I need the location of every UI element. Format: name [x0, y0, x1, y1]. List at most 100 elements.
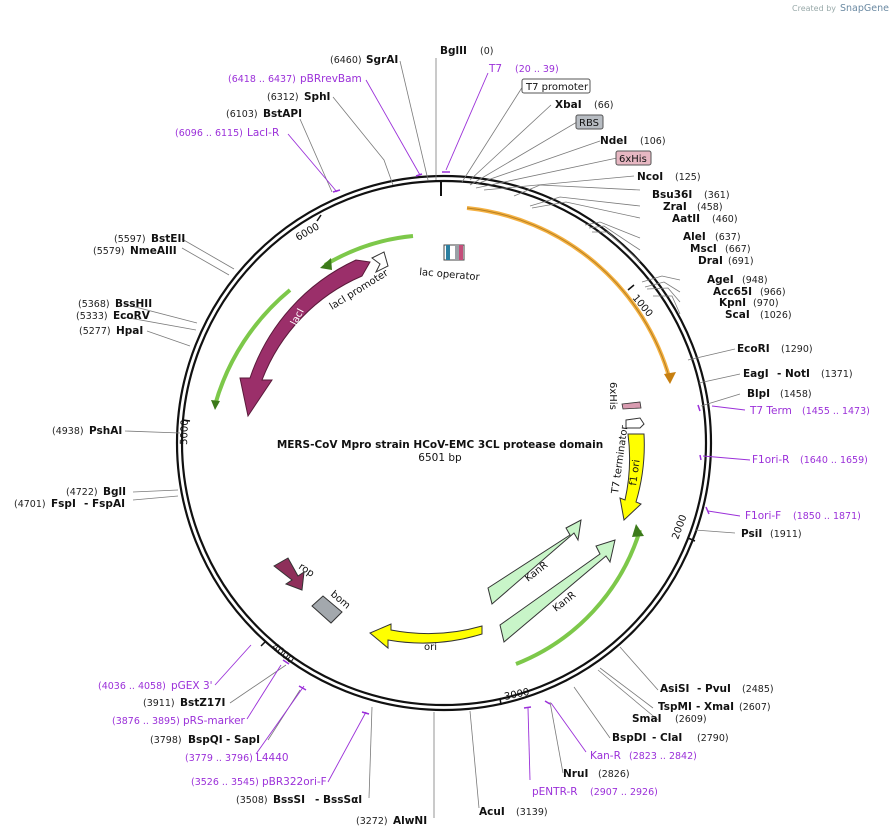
- primer-l4440[interactable]: L4440(3779 .. 3796): [185, 752, 289, 764]
- site-bgli[interactable]: BglI(4722): [66, 486, 126, 498]
- primer-t7-term[interactable]: T7 Term(1455 .. 1473): [749, 405, 870, 417]
- site-name: NmeAIII: [130, 245, 177, 257]
- site-position: (2826): [598, 769, 630, 780]
- site-fspi-fspai[interactable]: FspI- FspAI(4701): [14, 498, 125, 510]
- kanr-feature-2[interactable]: [499, 539, 616, 643]
- ori-label: ori: [424, 642, 437, 653]
- primer-pbrrevbam[interactable]: pBRrevBam(6418 .. 6437): [228, 73, 362, 85]
- his-tag-box[interactable]: [615, 150, 652, 166]
- site-bstz17i[interactable]: BstZ17I(3911): [143, 697, 225, 709]
- site-kpni[interactable]: KpnI(970): [719, 297, 779, 309]
- laci-feature[interactable]: [239, 259, 371, 418]
- backbone-outer-ring: [175, 174, 713, 712]
- site-name: BlpI: [747, 388, 770, 400]
- primer-pbr322ori-f[interactable]: pBR322ori-F(3526 .. 3545): [191, 776, 327, 788]
- site-bglii-top[interactable]: BglII(0): [440, 45, 493, 57]
- laci-promoter-feature[interactable]: [371, 251, 389, 274]
- site-position: (460): [712, 214, 738, 225]
- site-position: (966): [760, 287, 786, 298]
- f1-ori-feature[interactable]: [619, 433, 645, 521]
- site-sphi[interactable]: SphI(6312): [267, 91, 330, 103]
- site-position: (3508): [236, 795, 268, 806]
- ori-feature[interactable]: [369, 623, 483, 650]
- site-ncoi[interactable]: NcoI(125): [637, 171, 701, 183]
- site-xbai[interactable]: XbaI(66): [555, 99, 614, 111]
- site-ecori[interactable]: EcoRI(1290): [737, 343, 813, 355]
- primer-name: pENTR-R: [532, 786, 578, 798]
- site-name: NcoI: [637, 171, 663, 183]
- primer-f1ori-f[interactable]: F1ori-F(1850 .. 1871): [745, 510, 861, 522]
- primers: T7(20 .. 39) T7 Term(1455 .. 1473) F1ori…: [98, 63, 870, 798]
- green-arc-left[interactable]: [213, 288, 292, 406]
- site-tspmi-xmai[interactable]: TspMI- XmaI(2607): [658, 701, 771, 713]
- primer-range: (20 .. 39): [515, 64, 559, 75]
- site-bsu36i[interactable]: Bsu36I(361): [652, 189, 730, 201]
- site-acc65i[interactable]: Acc65I (966): [713, 286, 786, 298]
- lac-operator-stripe-blue: [446, 245, 450, 260]
- site-psii[interactable]: PsiI(1911): [741, 528, 802, 540]
- primer-name: T7 Term: [749, 405, 792, 417]
- t7-terminator-feature[interactable]: [625, 417, 645, 429]
- primer-range: (3526 .. 3545): [191, 777, 259, 788]
- site-bsssi[interactable]: BssSI- BssSαI(3508): [236, 794, 362, 806]
- site-alwni[interactable]: AlwNI(3272): [356, 815, 427, 827]
- site-msci[interactable]: MscI(667): [690, 243, 751, 255]
- kanr-feature-1[interactable]: [487, 519, 582, 605]
- site-bsshii[interactable]: BssHII(5368): [78, 298, 152, 310]
- site-ecorv[interactable]: EcoRV(5333): [76, 310, 151, 322]
- site-blpi[interactable]: BlpI(1458): [747, 388, 812, 400]
- site-name: NdeI: [600, 135, 627, 147]
- his-tag-inner-label: 6xHis: [607, 382, 618, 410]
- primer-name: F1ori-F: [745, 510, 781, 522]
- site-bspdi-clai[interactable]: BspDI- ClaI(2790): [612, 732, 729, 744]
- his-tag-inner-feature[interactable]: [621, 401, 642, 410]
- site-nmeaiii[interactable]: NmeAIII(5579): [93, 245, 177, 257]
- site-bstapi[interactable]: BstAPI(6103): [226, 108, 302, 120]
- site-name-2: - NotI: [777, 368, 810, 380]
- site-name: Bsu36I: [652, 189, 692, 201]
- rop-feature[interactable]: [273, 557, 305, 591]
- site-drai[interactable]: DraI(691): [698, 255, 754, 267]
- insert-orf-arrowhead: [664, 372, 676, 384]
- site-sgrai[interactable]: SgrAI(6460): [330, 54, 398, 66]
- primer-prs-marker[interactable]: pRS-marker(3876 .. 3895): [112, 715, 246, 727]
- primer-t7[interactable]: T7(20 .. 39): [488, 63, 559, 75]
- site-name: AcuI: [479, 806, 505, 818]
- primer-kan-r[interactable]: Kan-R(2823 .. 2842): [590, 750, 697, 762]
- site-aatii[interactable]: AatII(460): [672, 213, 738, 225]
- site-position: (970): [753, 298, 779, 309]
- primer-name: Kan-R: [590, 750, 621, 762]
- site-name: NruI: [563, 768, 588, 780]
- site-position: (1026): [760, 310, 792, 321]
- site-nrui[interactable]: NruI (2826): [563, 768, 630, 780]
- site-name: PsiI: [741, 528, 762, 540]
- site-eagi-noti[interactable]: EagI- NotI(1371): [743, 368, 853, 380]
- primer-pgex-3[interactable]: pGEX 3'(4036 .. 4058): [98, 680, 213, 692]
- t7-promoter-box[interactable]: [521, 78, 591, 94]
- primer-laci-r[interactable]: LacI-R(6096 .. 6115): [175, 127, 279, 139]
- primer-name: LacI-R: [247, 127, 279, 139]
- site-name-2: - FspAI: [84, 498, 125, 510]
- site-scai[interactable]: ScaI(1026): [725, 309, 792, 321]
- site-hpai[interactable]: HpaI(5277): [79, 325, 143, 337]
- site-alei[interactable]: AleI(637): [683, 231, 741, 243]
- site-asisi-pvui[interactable]: AsiSI- PvuI(2485): [660, 683, 774, 695]
- green-arc-bottom-right[interactable]: [515, 529, 642, 666]
- bom-feature[interactable]: [311, 595, 343, 624]
- site-agei[interactable]: AgeI(948): [707, 274, 768, 286]
- green-arc-top[interactable]: [323, 234, 414, 267]
- site-ndei[interactable]: NdeI(106): [600, 135, 666, 147]
- tick-label-4000: 4000: [269, 642, 296, 666]
- rbs-box[interactable]: [575, 114, 604, 130]
- primer-f1ori-r[interactable]: F1ori-R(1640 .. 1659): [752, 454, 868, 466]
- site-bsteii[interactable]: BstEII(5597): [114, 233, 185, 245]
- site-smai[interactable]: SmaI(2609): [632, 713, 707, 725]
- primer-range: (3779 .. 3796): [185, 753, 253, 764]
- site-name: Acc65I: [713, 286, 752, 298]
- primer-pentr-r[interactable]: pENTR-R(2907 .. 2926): [532, 786, 658, 798]
- site-zrai[interactable]: ZraI(458): [663, 201, 723, 213]
- his-tag-box-label: 6xHis: [619, 154, 647, 165]
- site-bspqi-sapi[interactable]: BspQI- SapI(3798): [150, 734, 260, 746]
- site-pshai[interactable]: PshAI(4938): [52, 425, 122, 437]
- site-acui[interactable]: AcuI(3139): [479, 806, 548, 818]
